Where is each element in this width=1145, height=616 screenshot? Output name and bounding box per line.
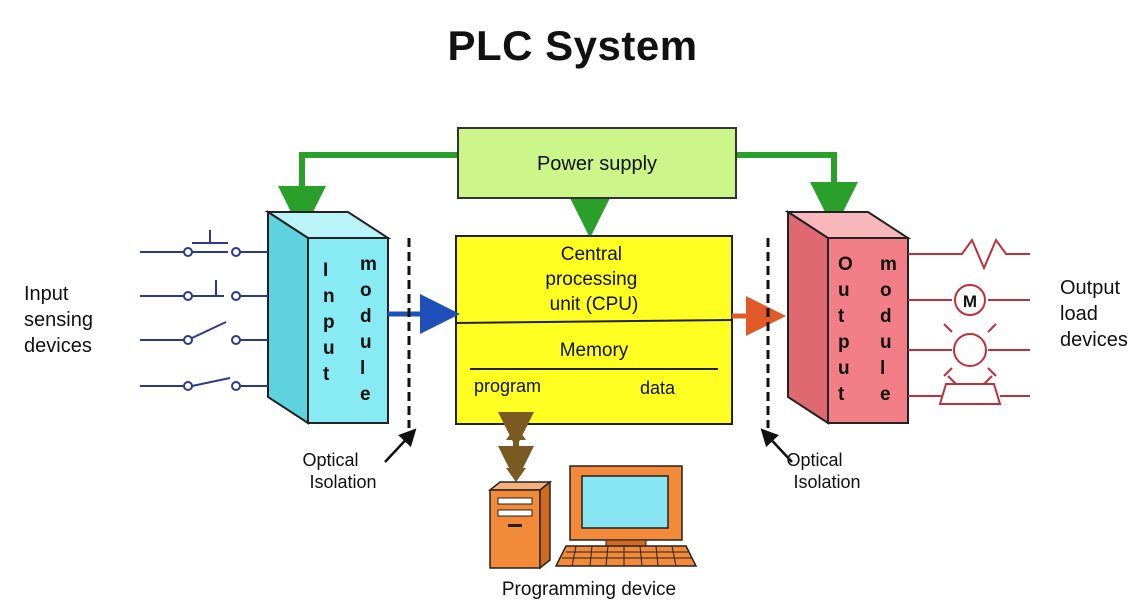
power-supply-box: Power supply [457,127,737,199]
memory-data-label: data [640,378,676,398]
memory-label: Memory [560,340,629,361]
input-module: I n p u t m o d u l e [264,210,392,425]
diagram-title: PLC System [447,22,698,69]
power-lines [278,152,858,238]
optical-isolation-pointer-right [760,428,793,463]
optical-isolation-label-right: Optical Isolation [786,450,860,492]
optical-isolation-label-left: Optical Isolation [302,450,376,492]
output-module-letters-2: m o d u l e [880,254,902,405]
memory-program-label: program [474,376,541,396]
input-module-letters-2: m o d u l e [360,254,382,405]
cpu-label: Central processing unit (CPU) [545,244,642,315]
computer-tower-icon [487,480,553,570]
motor-icon: M [963,292,977,311]
optical-isolation-pointer-left [384,428,417,463]
output-module: O u t p u t m o d u l e [784,210,912,425]
power-supply-label: Power supply [537,153,657,175]
input-switches [140,230,268,391]
keyboard-icon [554,545,698,567]
programming-device-label: Programming device [502,579,676,600]
output-devices-label: Output load devices [1060,277,1128,351]
monitor-icon [569,465,683,547]
output-module-letters: O u t p u t [838,254,858,405]
input-module-letters: I n p u t [323,260,340,385]
input-devices-label: Input sensing devices [24,283,99,357]
cpu-memory-box: Central processing unit (CPU) Memory pro… [455,235,733,425]
output-loads [908,237,1030,405]
